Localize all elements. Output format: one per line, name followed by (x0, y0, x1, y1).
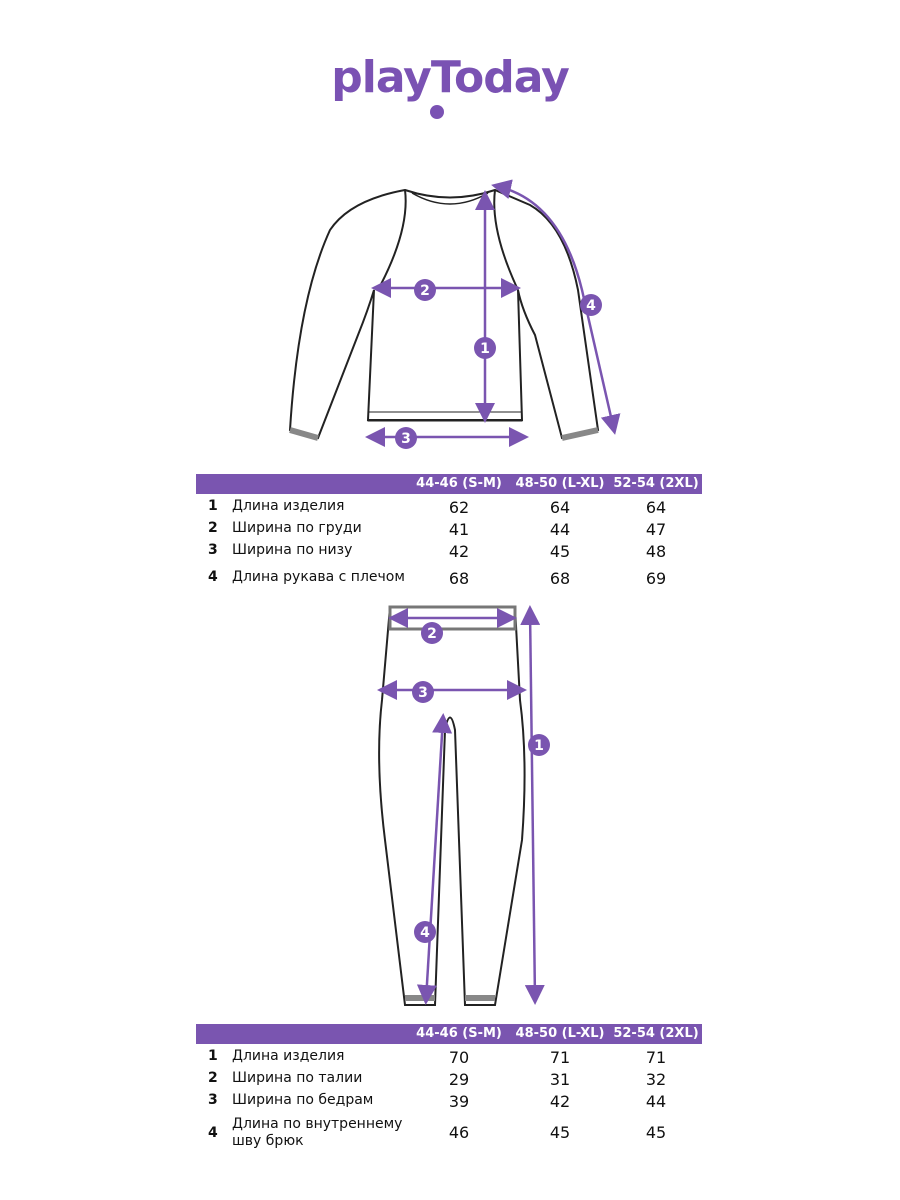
cell: 32 (645, 1070, 667, 1089)
row-label: Ширина по груди (232, 520, 362, 536)
cell: 70 (448, 1048, 470, 1067)
cell: 68 (448, 569, 470, 588)
table-header: 44-46 (S-M) 48-50 (L-XL) 52-54 (2XL) (196, 474, 702, 494)
row-number: 2 (208, 1070, 218, 1086)
cell: 71 (645, 1048, 667, 1067)
logo-dot (430, 105, 444, 119)
cell: 46 (448, 1123, 470, 1142)
marker-1: 1 (480, 341, 490, 357)
cell: 48 (645, 542, 667, 561)
pants-marker-2: 2 (427, 626, 437, 642)
cell: 64 (645, 498, 667, 517)
column-header: 52-54 (2XL) (613, 1026, 699, 1041)
column-header: 48-50 (L-XL) (515, 476, 605, 491)
shirt-markers (395, 279, 602, 449)
pants-marker-4: 4 (420, 925, 430, 941)
row-number: 4 (208, 1125, 218, 1141)
row-label: Длина рукава с плечом (232, 569, 405, 585)
cell: 29 (448, 1070, 470, 1089)
row-label: Ширина по бедрам (232, 1092, 374, 1108)
brand-logo: playToday (331, 52, 570, 103)
column-header: 44-46 (S-M) (416, 476, 502, 491)
cell: 41 (448, 520, 470, 539)
cell: 69 (645, 569, 667, 588)
cell: 44 (645, 1092, 667, 1111)
row-label: Длина по внутреннему шву брюк (232, 1116, 403, 1149)
pants-marker-3: 3 (418, 685, 428, 701)
cell: 68 (549, 569, 571, 588)
row-label: Длина изделия (232, 1048, 345, 1064)
pants-drawing (378, 605, 526, 1006)
column-header: 44-46 (S-M) (416, 1026, 502, 1041)
row-label: Длина изделия (232, 498, 345, 514)
marker-3: 3 (401, 431, 411, 447)
row-label: Ширина по талии (232, 1070, 363, 1086)
cell: 44 (549, 520, 571, 539)
bottom-size-table: 44-46 (S-M) 48-50 (L-XL) 52-54 (2XL) 1 Д… (196, 1024, 702, 1149)
row-number: 3 (208, 1092, 218, 1108)
pants-marker-1: 1 (534, 738, 544, 754)
cell: 39 (448, 1092, 470, 1111)
cell: 45 (549, 542, 571, 561)
cell: 47 (645, 520, 667, 539)
cell: 45 (549, 1123, 571, 1142)
row-number: 1 (208, 1048, 218, 1064)
cell: 62 (448, 498, 470, 517)
cell: 42 (448, 542, 470, 561)
shirt-drawing (288, 188, 600, 441)
cell: 64 (549, 498, 571, 517)
row-number: 4 (208, 569, 218, 585)
column-header: 52-54 (2XL) (613, 476, 699, 491)
marker-2: 2 (420, 283, 430, 299)
row-number: 3 (208, 542, 218, 558)
top-size-table: 44-46 (S-M) 48-50 (L-XL) 52-54 (2XL) 1 Д… (196, 474, 702, 588)
column-header: 48-50 (L-XL) (515, 1026, 605, 1041)
marker-4: 4 (586, 298, 596, 314)
cell: 71 (549, 1048, 571, 1067)
cell: 45 (645, 1123, 667, 1142)
row-number: 2 (208, 520, 218, 536)
row-label: Ширина по низу (232, 542, 353, 558)
cell: 31 (549, 1070, 571, 1089)
row-number: 1 (208, 498, 218, 514)
table-header: 44-46 (S-M) 48-50 (L-XL) 52-54 (2XL) (196, 1024, 702, 1044)
cell: 42 (549, 1092, 571, 1111)
